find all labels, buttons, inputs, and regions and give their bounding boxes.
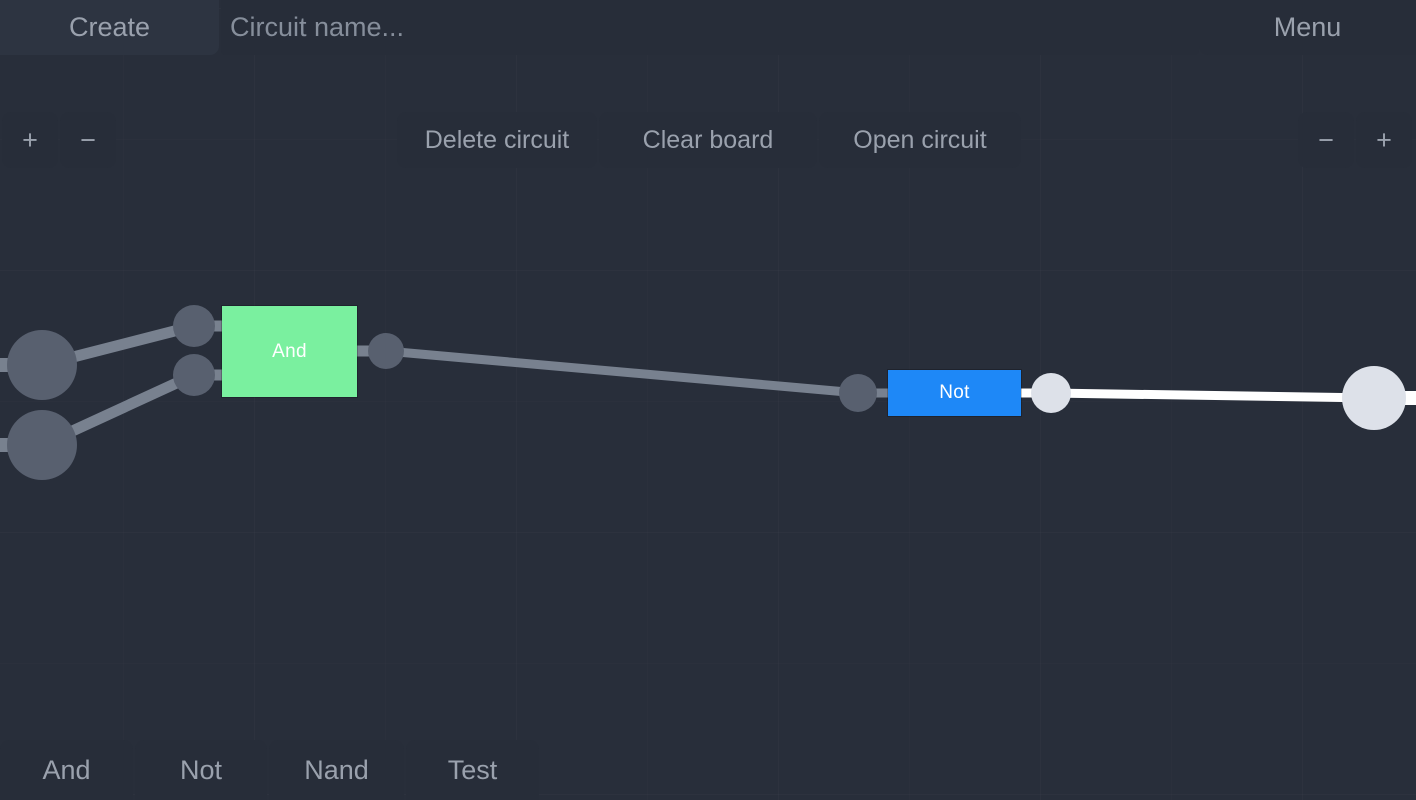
gate-label: Not [939, 382, 970, 403]
node-in-b[interactable] [7, 410, 77, 480]
create-button[interactable]: Create [0, 0, 219, 55]
node-and-in-2[interactable] [173, 354, 215, 396]
gate-palette: And Not Nand Test [0, 740, 539, 800]
clear-board-button[interactable]: Clear board [599, 112, 817, 168]
node-not-out[interactable] [1031, 373, 1071, 413]
node-and-out[interactable] [368, 333, 404, 369]
zoom-in-right-button[interactable]: + [1356, 112, 1412, 168]
palette-item-nand[interactable]: Nand [269, 740, 404, 800]
circuit-name-input[interactable] [221, 0, 1199, 55]
zoom-out-right-button[interactable]: − [1298, 112, 1354, 168]
node-in-a[interactable] [7, 330, 77, 400]
toolbar-second: + − Delete circuit Clear board Open circ… [0, 55, 1416, 168]
wire[interactable] [385, 346, 859, 398]
zoom-out-left-button[interactable]: − [60, 112, 116, 168]
wire[interactable] [1050, 388, 1375, 403]
gate-label: And [272, 340, 307, 362]
node-out-final[interactable] [1342, 366, 1406, 430]
gate-and[interactable]: And [222, 306, 357, 397]
palette-item-and[interactable]: And [0, 740, 133, 800]
node-and-in-1[interactable] [173, 305, 215, 347]
palette-item-test[interactable]: Test [406, 740, 539, 800]
open-circuit-button[interactable]: Open circuit [819, 112, 1021, 168]
toolbar-top: Create Menu [0, 0, 1416, 55]
palette-item-not[interactable]: Not [135, 740, 267, 800]
zoom-in-left-button[interactable]: + [2, 112, 58, 168]
gate-not[interactable]: Not [888, 370, 1021, 416]
node-not-in[interactable] [839, 374, 877, 412]
delete-circuit-button[interactable]: Delete circuit [397, 112, 597, 168]
menu-button[interactable]: Menu [1199, 0, 1416, 55]
